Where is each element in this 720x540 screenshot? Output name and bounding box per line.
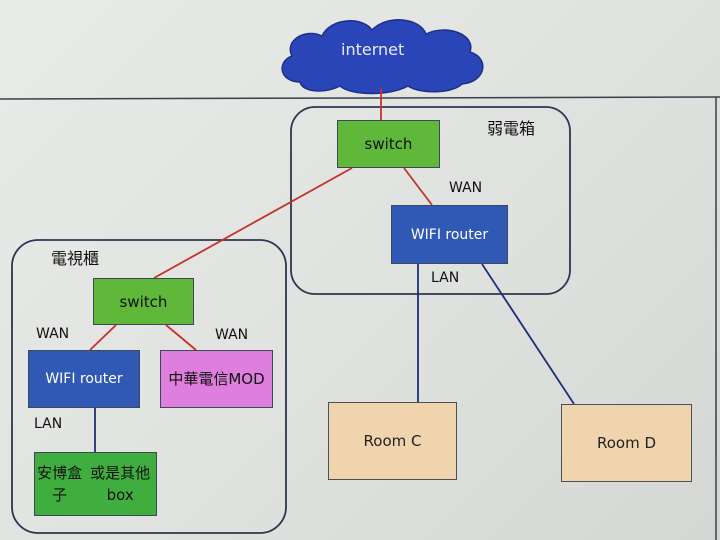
tv-cabinet-group (11, 239, 287, 534)
internet-label: internet (341, 40, 405, 59)
wan-label-left: WAN (36, 326, 70, 342)
mod-label-line2: MOD (228, 369, 265, 388)
wifi-router-left[interactable]: WIFI router (28, 350, 140, 408)
link-switch-router-left (89, 324, 117, 351)
weak-box-title: 弱電箱 (487, 119, 536, 138)
frame-top-line (0, 96, 720, 100)
room-c[interactable]: Room C (328, 402, 457, 480)
switch-left[interactable]: switch (93, 278, 194, 325)
wifi-router-top[interactable]: WIFI router (391, 205, 508, 264)
lan-label-left: LAN (34, 416, 63, 432)
lan-label-top: LAN (431, 270, 460, 286)
link-switch-mod (165, 324, 197, 351)
cht-mod-box[interactable]: 中華電信 MOD (160, 350, 273, 408)
mod-label-line1: 中華電信 (168, 369, 229, 388)
link-switch-router (403, 167, 433, 206)
wan-label-top: WAN (449, 180, 483, 196)
wan-label-mod: WAN (215, 327, 249, 343)
tv-cabinet-title: 電視櫃 (51, 249, 100, 268)
switch-top[interactable]: switch (337, 120, 440, 168)
link-router-roomd (481, 263, 575, 405)
tv-box-label-line1: 安博盒子 (37, 464, 83, 504)
link-switch-switch (153, 167, 353, 279)
internet-cloud (281, 19, 484, 95)
tv-box[interactable]: 安博盒子 或是其他box (34, 452, 157, 516)
weak-box-group (290, 106, 571, 295)
room-d[interactable]: Room D (561, 404, 692, 482)
tv-box-label-line2: 或是其他box (90, 464, 151, 504)
